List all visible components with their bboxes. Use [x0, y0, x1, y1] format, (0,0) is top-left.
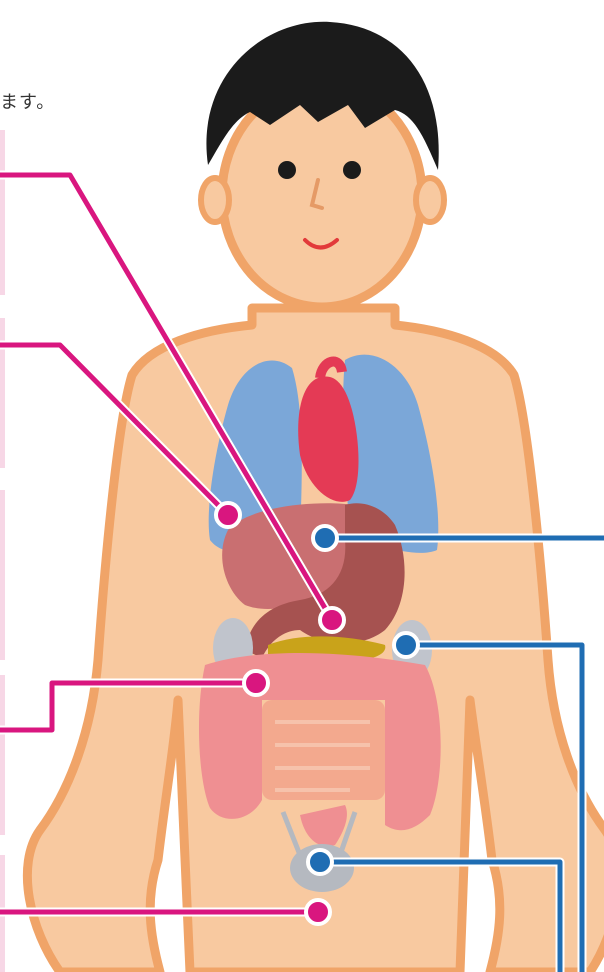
marker-stomach	[320, 608, 344, 632]
left-ear	[201, 178, 229, 222]
marker-liver	[313, 526, 337, 550]
small-intestine	[262, 700, 385, 800]
left-eye	[278, 161, 296, 179]
marker-lung	[216, 503, 240, 527]
right-eye	[343, 161, 361, 179]
right-ear	[416, 178, 444, 222]
marker-rectum	[306, 900, 330, 924]
marker-colon	[244, 671, 268, 695]
marker-kidney	[394, 633, 418, 657]
marker-bladder	[308, 850, 332, 874]
